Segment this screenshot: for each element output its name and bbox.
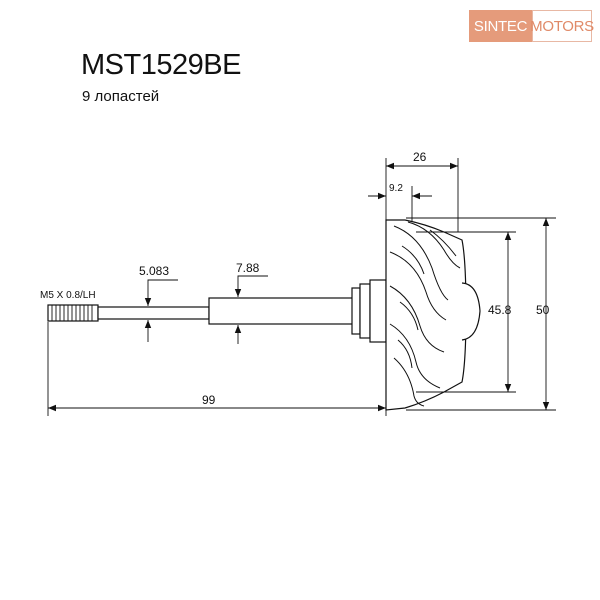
turbine-wheel [385, 219, 481, 411]
extension-lines [47, 158, 556, 416]
wheel-profile [385, 219, 467, 411]
dim-small-shaft-label: 5.083 [139, 264, 169, 278]
sintec-motors-logo: SINTEC MOTORS [469, 10, 594, 42]
shaft-small [97, 306, 210, 320]
shaft-collar [351, 287, 361, 335]
wheel-nose [461, 282, 481, 341]
shaft-large [208, 297, 355, 325]
dim-overall-length-label: 99 [202, 393, 216, 407]
dim-large-shaft-label: 7.88 [236, 261, 260, 275]
logo-sintec: SINTEC [469, 10, 532, 42]
dim-hub-dia-label: 45.8 [488, 303, 512, 317]
logo-motors: MOTORS [530, 10, 594, 42]
shaft-collar-3 [369, 279, 387, 343]
dim-wheel-dia-label: 50 [536, 303, 550, 317]
blade-lines [389, 221, 461, 407]
dim-large-shaft-leader-top [234, 275, 268, 297]
dim-small-shaft-leader-top [144, 279, 178, 306]
shaft-collar-2 [359, 283, 371, 339]
part-number: MST1529BE [81, 49, 241, 81]
dim-wheel-width-label: 26 [413, 150, 427, 164]
dim-thread-label: M5 X 0.8/LH [40, 290, 96, 301]
thread-lines [51, 305, 93, 321]
dim-hub-offset-label: 9.2 [389, 183, 403, 194]
threaded-end [47, 304, 99, 322]
shaft [47, 279, 387, 343]
dimension-lines [48, 162, 550, 412]
blade-count: 9 лопастей [82, 88, 160, 105]
